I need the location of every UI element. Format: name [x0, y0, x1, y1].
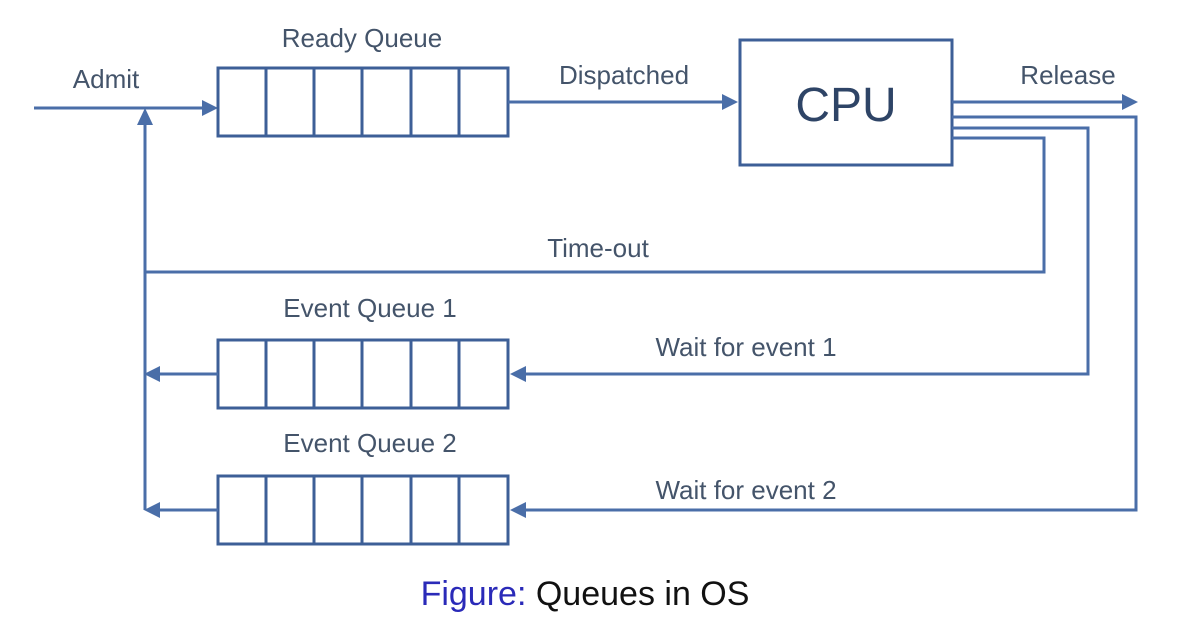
ready-queue-label: Ready Queue — [282, 23, 442, 53]
caption-prefix: Figure: — [421, 575, 527, 613]
caption-text: Queues in OS — [536, 575, 750, 613]
dispatched-arrowhead — [722, 94, 738, 110]
timeout-path — [145, 136, 1046, 274]
caption-space — [526, 575, 535, 613]
admit-label: Admit — [73, 64, 140, 94]
event-queue-2-out-arrowhead — [144, 502, 160, 518]
dispatched-label: Dispatched — [559, 60, 689, 90]
wait-event-2-path — [524, 115, 1138, 512]
release-label: Release — [1020, 60, 1115, 90]
timeout-label: Time-out — [547, 233, 649, 263]
cpu-box — [738, 38, 954, 167]
wait-event-1-path — [524, 126, 1090, 376]
event-queue-1-label: Event Queue 1 — [283, 293, 456, 323]
event-queue-1-out-arrowhead — [144, 366, 160, 382]
return-arrowhead — [137, 108, 153, 125]
ready-queue-box — [216, 66, 510, 138]
figure-caption: Figure: Queues in OS — [421, 575, 750, 613]
cpu-label: CPU — [795, 79, 896, 132]
release-arrowhead — [1122, 94, 1138, 110]
admit-arrowhead — [202, 100, 218, 116]
event-queue-2-label: Event Queue 2 — [283, 428, 456, 458]
event-queue-1-box — [216, 338, 510, 410]
wait-event-2-arrowhead — [510, 502, 526, 518]
wait-event-1-arrowhead — [510, 366, 526, 382]
wait-event-2-label: Wait for event 2 — [655, 475, 836, 505]
wait-event-1-label: Wait for event 1 — [655, 332, 836, 362]
event-queue-2-box — [216, 474, 510, 546]
